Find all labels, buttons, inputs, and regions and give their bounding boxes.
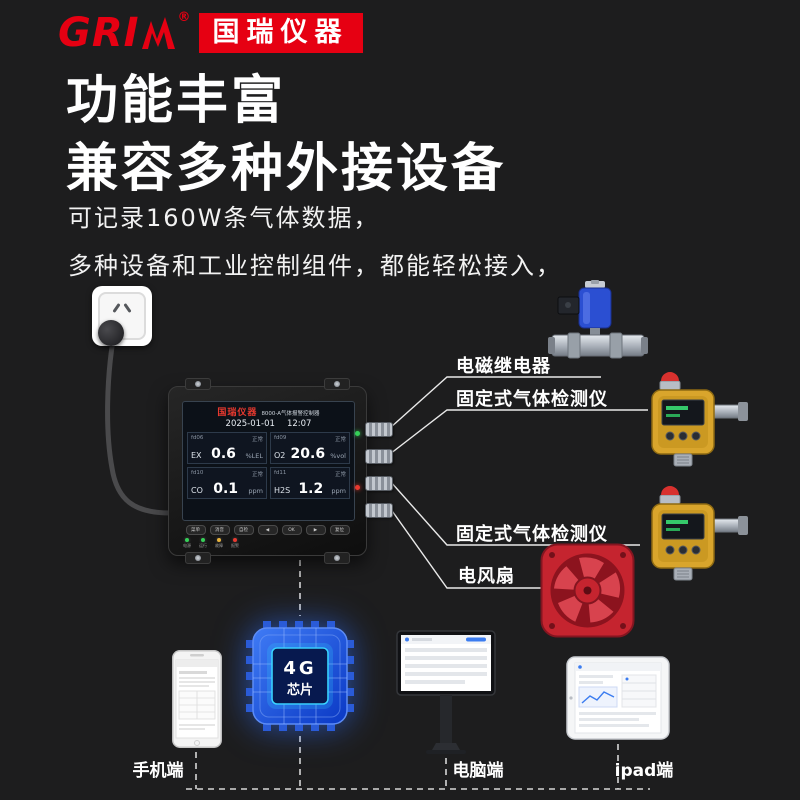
channel-unit: %LEL bbox=[245, 452, 263, 460]
status-dot-red bbox=[355, 485, 360, 490]
channel-cell: fd06 正常 EX 0.6 %LEL bbox=[187, 432, 267, 464]
channel-grid: fd06 正常 EX 0.6 %LEL fd09 正常 O2 bbox=[183, 429, 354, 502]
socket-slot-right bbox=[123, 303, 132, 313]
channel-value: 0.1 bbox=[213, 481, 239, 497]
channel-unit: ppm bbox=[248, 487, 263, 495]
label-ipad: ipad端 bbox=[614, 761, 674, 781]
led-fault: 故障 bbox=[215, 538, 223, 549]
channel-status: 正常 bbox=[251, 472, 263, 478]
controller-button-left: ◀ bbox=[257, 525, 278, 535]
led-dot bbox=[217, 538, 221, 542]
wire-relay bbox=[389, 376, 601, 429]
controller-screen: 国瑞仪器 8000-A气体报警控制器 2025-01-01 12:07 fd06… bbox=[182, 401, 355, 521]
brand-header: GRI ® 国瑞仪器 bbox=[58, 10, 363, 56]
screen-brand: 国瑞仪器 bbox=[217, 408, 258, 418]
mounting-ear bbox=[324, 378, 350, 390]
wall-socket bbox=[92, 286, 152, 346]
screen-datetime: 2025-01-01 12:07 bbox=[183, 419, 354, 429]
gas-detector-1-image bbox=[636, 368, 750, 470]
channel-status: 正常 bbox=[251, 437, 263, 443]
controller-led-row: 电源 运行 故障 报警 bbox=[183, 538, 239, 549]
screen-time: 12:07 bbox=[286, 419, 312, 429]
channel-value: 20.6 bbox=[290, 446, 326, 462]
channel-tag: fd06 bbox=[191, 435, 204, 441]
controller-button-mute: 消音 bbox=[209, 525, 230, 535]
channel-cell: fd10 正常 CO 0.1 ppm bbox=[187, 467, 267, 499]
power-plug bbox=[98, 320, 124, 346]
channel-cell: fd09 正常 O2 20.6 %vol bbox=[270, 432, 350, 464]
channel-tag: fd10 bbox=[191, 470, 204, 476]
controller-button-selftest: 自检 bbox=[233, 525, 254, 535]
brand-name-box: 国瑞仪器 bbox=[198, 13, 363, 53]
channel-gas: H2S bbox=[274, 486, 291, 495]
cable-gland bbox=[365, 449, 393, 464]
led-alarm: 报警 bbox=[231, 538, 239, 549]
led-dot bbox=[185, 538, 189, 542]
cable-gland bbox=[365, 422, 393, 437]
wire-detector-1 bbox=[389, 409, 648, 455]
led-power: 电源 bbox=[183, 538, 191, 549]
label-detector-2: 固定式气体检测仪 bbox=[456, 524, 608, 545]
led-run: 运行 bbox=[199, 538, 207, 549]
mounting-ear bbox=[324, 552, 350, 564]
channel-value: 1.2 bbox=[298, 481, 324, 497]
channel-gas: EX bbox=[191, 451, 202, 460]
chip-label-4g: 4G bbox=[283, 658, 316, 679]
brand-logo-text: GRI bbox=[58, 10, 140, 56]
wire-fan bbox=[389, 507, 552, 589]
gas-alarm-controller: 国瑞仪器 8000-A气体报警控制器 2025-01-01 12:07 fd06… bbox=[168, 378, 393, 564]
headline-2: 兼容多种外接设备 bbox=[66, 139, 507, 199]
tablet-image bbox=[566, 656, 670, 740]
label-pc: 电脑端 bbox=[452, 761, 504, 781]
socket-slot-left bbox=[112, 303, 121, 313]
chip-label-chip: 芯片 bbox=[287, 682, 313, 698]
screen-model: 8000-A气体报警控制器 bbox=[261, 411, 320, 417]
channel-unit: ppm bbox=[331, 487, 346, 495]
mounting-ear bbox=[185, 378, 211, 390]
headline-1: 功能丰富 bbox=[66, 71, 287, 131]
label-fan: 电风扇 bbox=[458, 566, 515, 587]
controller-button-row: 菜单 消音 自检 ◀ OK ▶ 复位 bbox=[185, 525, 350, 535]
led-dot bbox=[201, 538, 205, 542]
registered-mark: ® bbox=[177, 10, 191, 25]
channel-gas: CO bbox=[191, 486, 203, 495]
phone-image bbox=[172, 650, 222, 748]
desktop-computer-image bbox=[396, 630, 496, 756]
channel-tag: fd09 bbox=[274, 435, 287, 441]
screen-date: 2025-01-01 bbox=[225, 419, 275, 429]
status-dot-green bbox=[355, 431, 360, 436]
mounting-ear bbox=[185, 552, 211, 564]
led-dot bbox=[233, 538, 237, 542]
cable-gland bbox=[365, 503, 393, 518]
channel-gas: O2 bbox=[274, 451, 286, 460]
controller-button-ok: OK bbox=[281, 525, 302, 535]
cable-gland bbox=[365, 476, 393, 491]
screen-header: 国瑞仪器 8000-A气体报警控制器 bbox=[183, 402, 354, 418]
channel-cell: fd11 正常 H2S 1.2 ppm bbox=[270, 467, 350, 499]
channel-unit: %vol bbox=[330, 452, 346, 460]
channel-tag: fd11 bbox=[274, 470, 287, 476]
label-phone: 手机端 bbox=[132, 761, 184, 781]
controller-button-right: ▶ bbox=[305, 525, 326, 535]
label-relay: 电磁继电器 bbox=[456, 356, 551, 377]
label-detector-1: 固定式气体检测仪 bbox=[456, 389, 608, 410]
gas-detector-2-image bbox=[636, 482, 750, 584]
4g-chip-image: 4G 芯片 bbox=[245, 620, 355, 732]
body-line-1: 可记录160W条气体数据， bbox=[68, 204, 380, 232]
channel-status: 正常 bbox=[334, 472, 346, 478]
brand-waveform-icon bbox=[141, 17, 175, 49]
channel-status: 正常 bbox=[334, 437, 346, 443]
channel-value: 0.6 bbox=[211, 446, 236, 462]
dashed-network-lines bbox=[186, 560, 650, 790]
controller-button-reset: 复位 bbox=[329, 525, 350, 535]
solenoid-valve-image bbox=[548, 280, 648, 378]
chip-pins bbox=[246, 621, 354, 731]
power-cable bbox=[105, 337, 173, 516]
electric-fan-image bbox=[540, 543, 635, 638]
controller-button-menu: 菜单 bbox=[185, 525, 206, 535]
body-line-2: 多种设备和工业控制组件，都能轻松接入， bbox=[68, 252, 562, 280]
